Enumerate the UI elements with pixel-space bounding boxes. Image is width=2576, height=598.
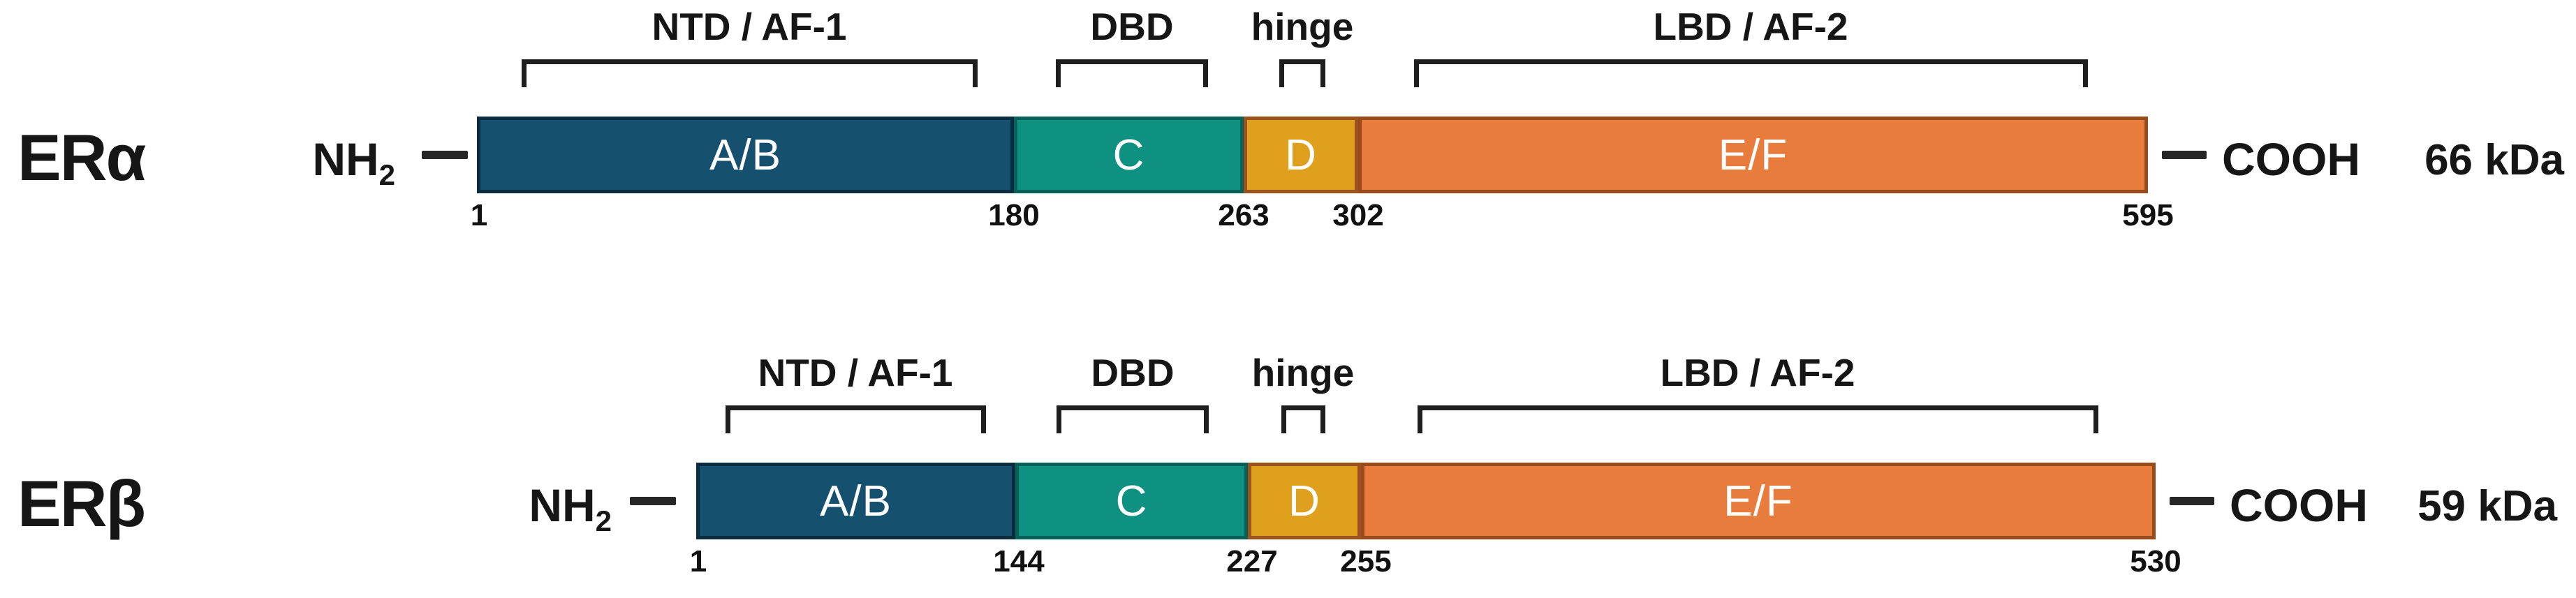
- region-label-hinge: hinge: [1251, 351, 1355, 394]
- domain-segment-c: C: [1015, 463, 1248, 539]
- residue-tick: 263: [1218, 198, 1269, 232]
- n-terminus-text: NH: [529, 479, 596, 531]
- region-label-ntd-af1: NTD / AF-1: [652, 5, 847, 48]
- n-terminus-subscript: 2: [595, 504, 612, 537]
- domain-label: A/B: [709, 130, 781, 179]
- domain-label: C: [1115, 477, 1148, 525]
- bracket-dbd: [1057, 405, 1209, 433]
- region-label-dbd: DBD: [1091, 351, 1175, 394]
- domain-bar-er-beta: A/B C D E/F: [696, 463, 2156, 539]
- c-terminus-connector-line: [2162, 151, 2207, 159]
- domain-segment-d: D: [1248, 463, 1361, 539]
- region-label-ntd-af1: NTD / AF-1: [758, 351, 953, 394]
- domain-label: A/B: [820, 477, 892, 525]
- n-terminus-text: NH: [312, 133, 379, 185]
- residue-tick: 302: [1332, 198, 1384, 232]
- c-terminus-label: COOH: [2230, 479, 2368, 531]
- molecular-weight-label: 59 kDa: [2417, 482, 2557, 530]
- receptor-name-er-beta: ERβ: [17, 467, 146, 540]
- region-label-lbd-af2: LBD / AF-2: [1660, 351, 1855, 394]
- residue-tick: 180: [988, 198, 1040, 232]
- bracket-dbd: [1056, 59, 1208, 87]
- molecular-weight-label: 66 kDa: [2424, 136, 2564, 184]
- residue-tick: 595: [2122, 198, 2174, 232]
- n-terminus-subscript: 2: [378, 158, 395, 191]
- domain-segment-ef: E/F: [1358, 117, 2148, 193]
- domain-label: D: [1285, 130, 1317, 179]
- residue-tick: 144: [993, 544, 1045, 578]
- domain-segment-d: D: [1244, 117, 1358, 193]
- receptor-name-er-alpha: ERα: [17, 121, 146, 194]
- bracket-hinge: [1281, 405, 1325, 433]
- domain-segment-ab: A/B: [696, 463, 1015, 539]
- domain-bar-er-alpha: A/B C D E/F: [477, 117, 2148, 193]
- bracket-lbd-af2: [1414, 59, 2088, 87]
- region-label-hinge: hinge: [1251, 5, 1354, 48]
- domain-segment-ef: E/F: [1361, 463, 2156, 539]
- domain-segment-c: C: [1014, 117, 1244, 193]
- c-terminus-connector-line: [2170, 497, 2214, 505]
- residue-tick: 255: [1340, 544, 1392, 578]
- region-label-lbd-af2: LBD / AF-2: [1653, 5, 1848, 48]
- bracket-lbd-af2: [1418, 405, 2098, 433]
- n-terminus-label: NH2: [472, 479, 612, 538]
- n-terminus-label: NH2: [256, 133, 395, 192]
- bracket-hinge: [1279, 59, 1325, 87]
- residue-tick: 1: [470, 198, 488, 232]
- bracket-ntd-af1: [522, 59, 978, 87]
- c-terminus-label: COOH: [2222, 133, 2360, 185]
- residue-tick: 530: [2130, 544, 2181, 578]
- region-label-dbd: DBD: [1090, 5, 1174, 48]
- n-terminus-connector-line: [422, 151, 468, 159]
- residue-tick: 227: [1226, 544, 1278, 578]
- domain-label: E/F: [1718, 130, 1788, 179]
- domain-label: E/F: [1723, 477, 1793, 525]
- domain-label: C: [1112, 130, 1145, 179]
- domain-segment-ab: A/B: [477, 117, 1014, 193]
- n-terminus-connector-line: [630, 497, 676, 505]
- residue-tick: 1: [689, 544, 707, 578]
- domain-label: D: [1288, 477, 1320, 525]
- bracket-ntd-af1: [726, 405, 986, 433]
